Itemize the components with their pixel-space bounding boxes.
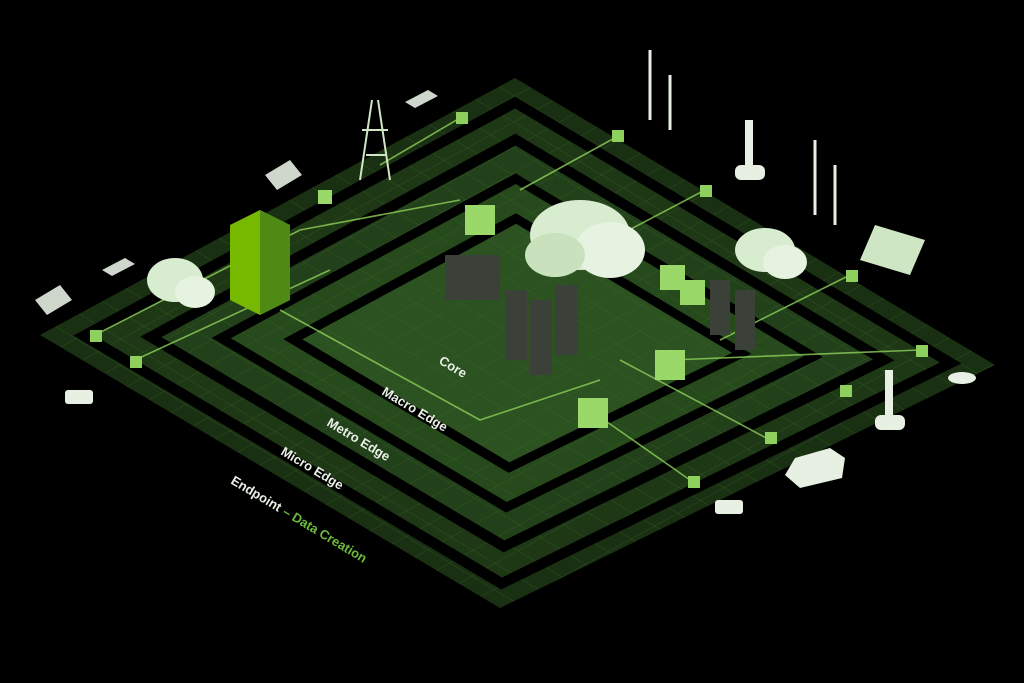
smartphone-icon — [102, 90, 438, 276]
cloud-icon — [735, 228, 807, 279]
server-rack-icon — [445, 255, 755, 375]
security-camera-icon — [65, 390, 743, 514]
solar-panel-icon — [860, 225, 925, 275]
drone-icon — [948, 372, 976, 384]
connection-lines — [94, 117, 921, 481]
data-center-tower-icon — [230, 210, 290, 315]
power-tower-icon — [359, 99, 391, 181]
small-node-icon — [90, 112, 928, 488]
car-icon — [785, 448, 845, 488]
laptop-icon — [35, 160, 302, 315]
cloud-icon — [525, 200, 645, 278]
cloud-icon — [147, 258, 215, 308]
devices — [35, 50, 976, 514]
label-endpoint-name: Endpoint — [228, 473, 285, 515]
robot-arm-icon — [735, 120, 905, 430]
edge-node-icon — [318, 190, 705, 428]
wind-turbine-icon — [648, 50, 837, 225]
